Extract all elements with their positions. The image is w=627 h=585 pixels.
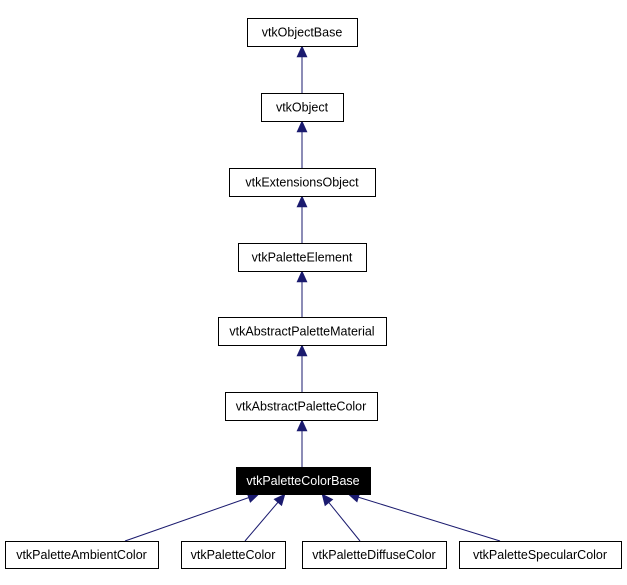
inheritance-arrow-icon — [296, 120, 308, 133]
class-node-vtkPaletteElement[interactable]: vtkPaletteElement — [238, 243, 367, 272]
class-node-label: vtkPaletteAmbientColor — [16, 548, 147, 562]
inheritance-edge — [296, 45, 308, 93]
inheritance-arrow-icon — [296, 270, 308, 283]
inheritance-edge — [296, 419, 308, 467]
inheritance-edge — [296, 195, 308, 243]
class-node-box[interactable] — [218, 317, 387, 346]
inheritance-edge — [296, 344, 308, 392]
inheritance-edge — [321, 493, 361, 542]
class-node-label: vtkObjectBase — [262, 25, 343, 39]
class-node-vtkAbstractPaletteColor[interactable]: vtkAbstractPaletteColor — [225, 392, 378, 421]
class-node-vtkPaletteColor[interactable]: vtkPaletteColor — [181, 541, 286, 569]
inheritance-arrow-icon — [296, 195, 308, 208]
inheritance-edge — [296, 270, 308, 317]
edge-line — [328, 502, 361, 542]
class-node-label: vtkAbstractPaletteMaterial — [229, 324, 374, 338]
inheritance-edge — [347, 492, 501, 542]
class-node-box[interactable] — [459, 541, 622, 569]
class-node-box[interactable] — [229, 168, 376, 197]
edge-line — [244, 502, 279, 542]
class-node-box[interactable] — [261, 93, 344, 122]
class-node-box[interactable] — [5, 541, 159, 569]
class-node-vtkObject[interactable]: vtkObject — [261, 93, 344, 122]
class-node-label: vtkAbstractPaletteColor — [236, 399, 367, 413]
class-node-label: vtkPaletteColor — [191, 548, 276, 562]
nodes-layer: vtkObjectBase vtkObject vtkExtensionsObjec… — [5, 18, 622, 569]
class-node-vtkPaletteAmbientColor[interactable]: vtkPaletteAmbientColor — [5, 541, 159, 569]
class-node-label: vtkExtensionsObject — [245, 175, 359, 189]
class-node-vtkPaletteSpecularColor[interactable]: vtkPaletteSpecularColor — [459, 541, 622, 569]
class-node-box[interactable] — [238, 243, 367, 272]
edge-line — [358, 496, 501, 542]
class-node-box[interactable] — [181, 541, 286, 569]
class-node-label: vtkPaletteSpecularColor — [473, 548, 607, 562]
class-node-vtkPaletteColorBase[interactable]: vtkPaletteColorBase — [236, 467, 371, 495]
class-node-box[interactable] — [247, 18, 358, 47]
inheritance-arrow-icon — [296, 45, 308, 58]
class-node-label: vtkObject — [276, 100, 329, 114]
inheritance-arrow-icon — [296, 419, 308, 432]
edge-line — [124, 497, 249, 542]
class-node-label: vtkPaletteElement — [252, 250, 353, 264]
class-node-box[interactable] — [302, 541, 447, 569]
inheritance-arrow-icon — [321, 493, 334, 507]
class-node-label: vtkPaletteColorBase — [246, 474, 359, 488]
class-node-vtkAbstractPaletteMaterial[interactable]: vtkAbstractPaletteMaterial — [218, 317, 387, 346]
class-node-box[interactable] — [236, 467, 371, 495]
inheritance-arrow-icon — [296, 344, 308, 357]
inheritance-edge — [244, 493, 286, 542]
inheritance-edge — [124, 492, 260, 542]
class-node-box[interactable] — [225, 392, 378, 421]
inheritance-edge — [296, 120, 308, 168]
class-node-vtkPaletteDiffuseColor[interactable]: vtkPaletteDiffuseColor — [302, 541, 447, 569]
inheritance-arrow-icon — [273, 493, 286, 507]
class-node-vtkObjectBase[interactable]: vtkObjectBase — [247, 18, 358, 47]
class-node-label: vtkPaletteDiffuseColor — [312, 548, 435, 562]
class-node-vtkExtensionsObject[interactable]: vtkExtensionsObject — [229, 168, 376, 197]
